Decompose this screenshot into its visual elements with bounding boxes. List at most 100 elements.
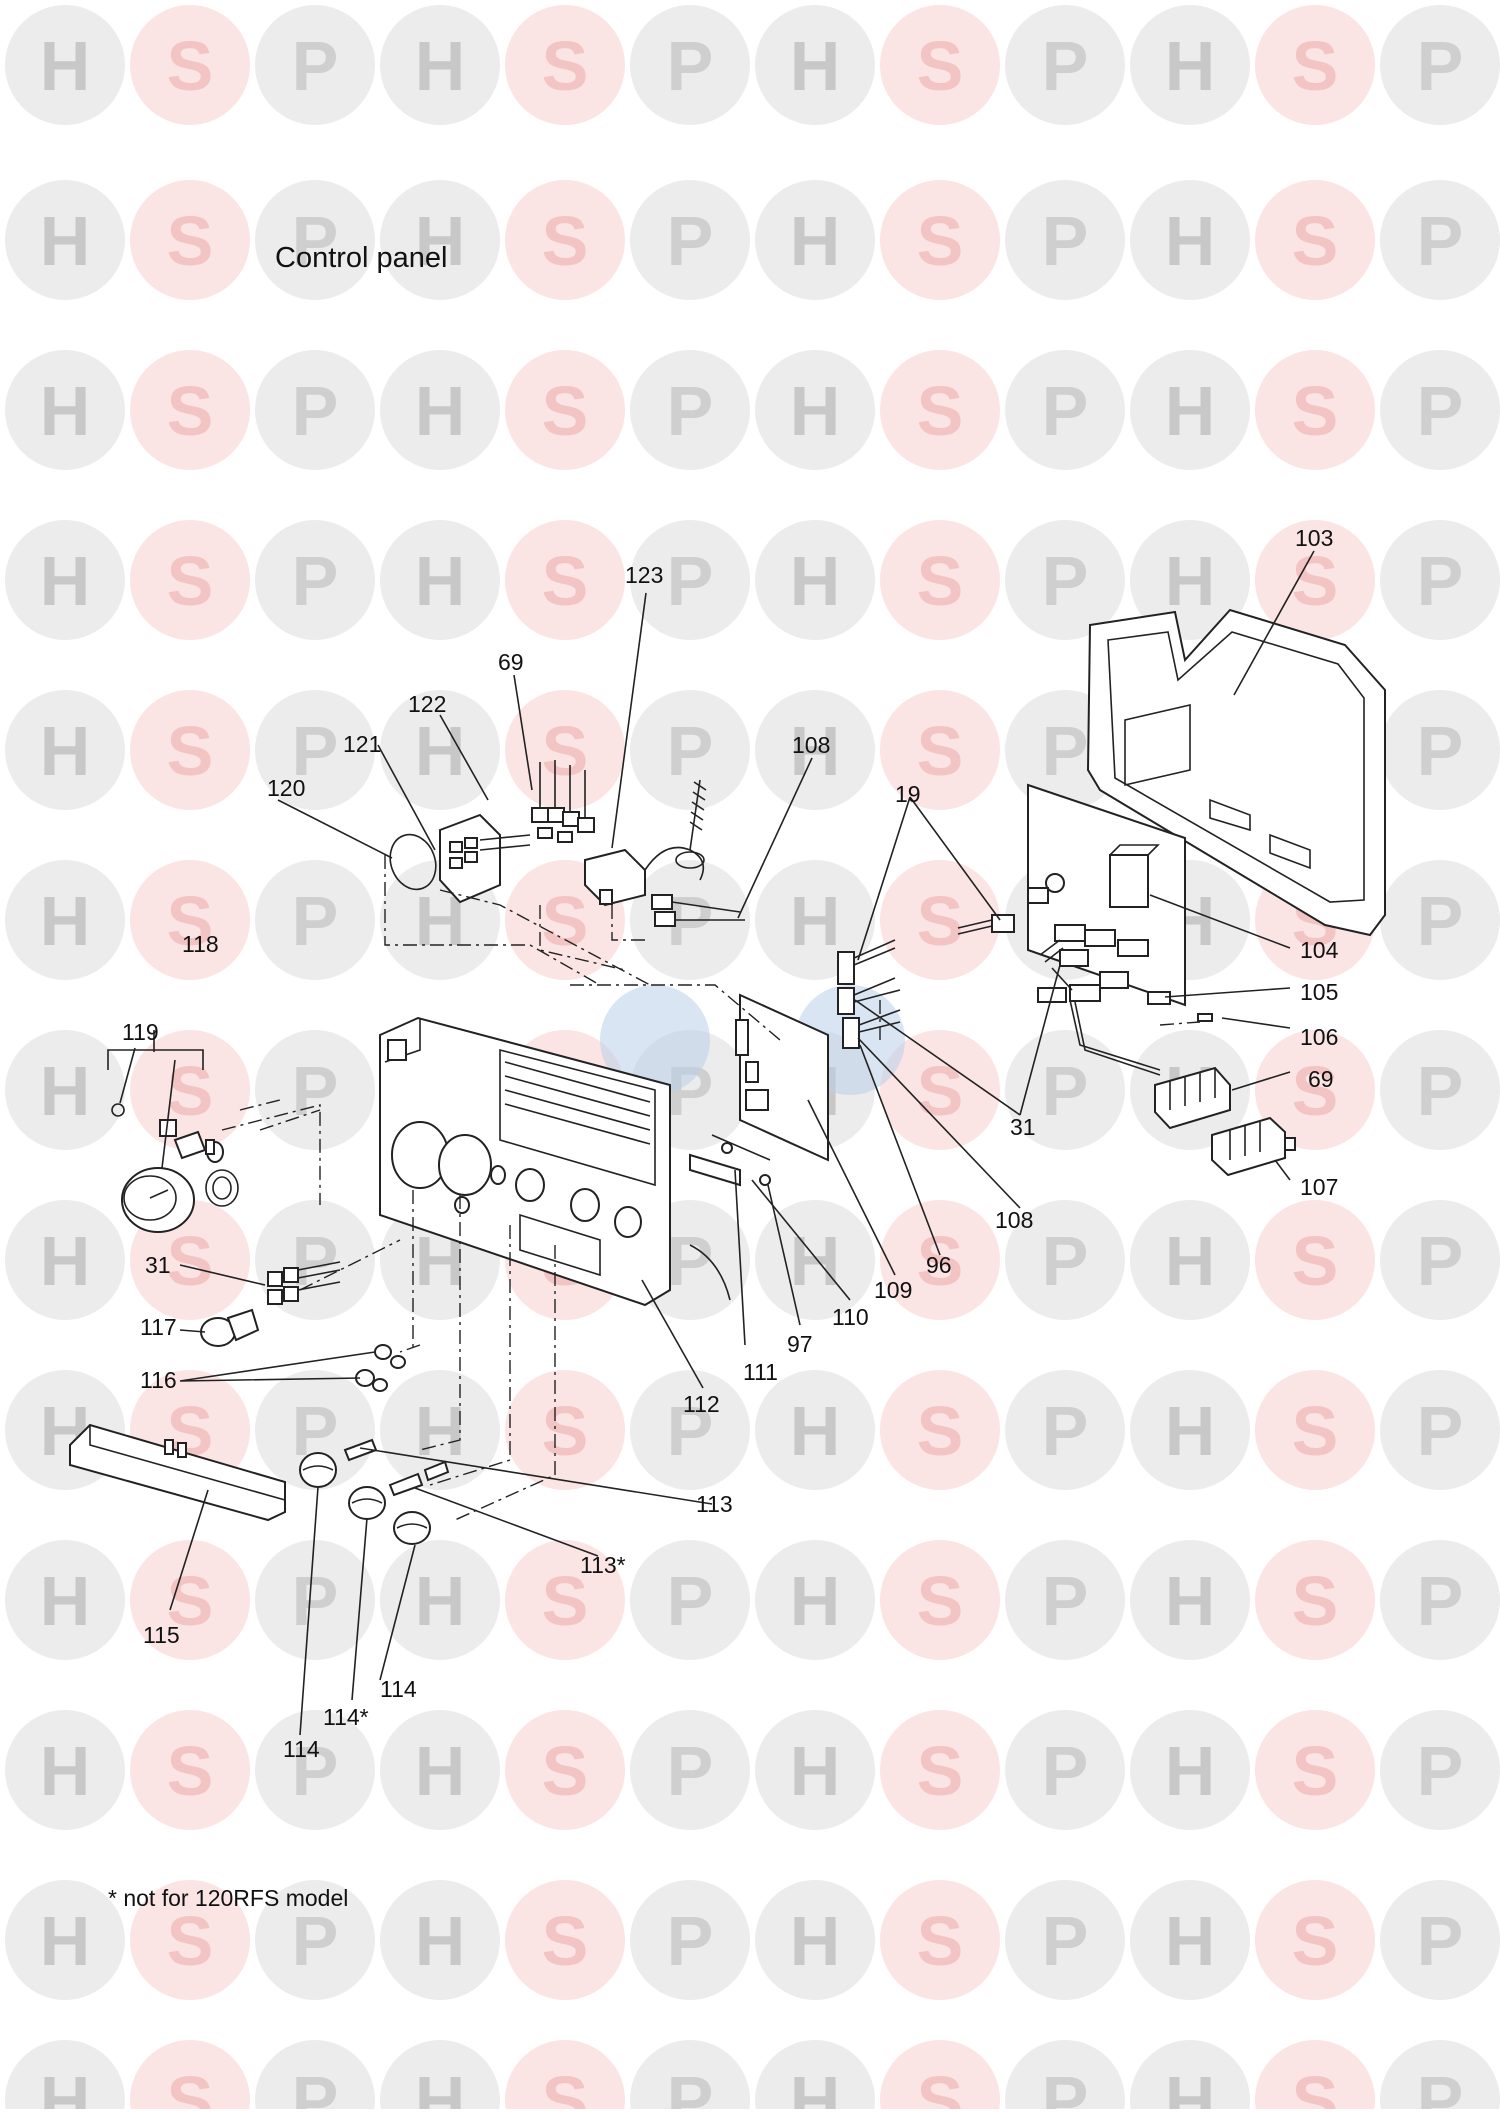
watermark-circle bbox=[5, 860, 125, 980]
watermark-letter: P bbox=[1042, 542, 1089, 620]
watermark-circle bbox=[5, 1710, 125, 1830]
watermark-circle bbox=[505, 350, 625, 470]
watermark-letter: H bbox=[415, 712, 466, 790]
watermark-circle bbox=[380, 520, 500, 640]
callout-119: 119 bbox=[122, 1019, 159, 1045]
watermark-circle bbox=[1380, 1030, 1500, 1150]
watermark-circle bbox=[880, 2040, 1000, 2114]
watermark-circle bbox=[1005, 350, 1125, 470]
watermark-circle bbox=[255, 690, 375, 810]
watermark-circle bbox=[755, 690, 875, 810]
watermark-letter: H bbox=[40, 712, 91, 790]
watermark-letter: H bbox=[790, 372, 841, 450]
watermark-circle bbox=[5, 690, 125, 810]
callout-106: 106 bbox=[1300, 1024, 1338, 1050]
part-main-pcb bbox=[1027, 783, 1186, 1007]
watermark-letter: H bbox=[790, 1732, 841, 1810]
watermark-letter: S bbox=[917, 1562, 964, 1640]
watermark-circle bbox=[5, 1030, 125, 1150]
watermark-letter: H bbox=[40, 1562, 91, 1640]
watermark-circle bbox=[880, 1370, 1000, 1490]
watermark-letter: S bbox=[167, 1222, 214, 1300]
watermark-letter: H bbox=[790, 27, 841, 105]
watermark-circle bbox=[380, 5, 500, 125]
callout-31-right: 31 bbox=[1010, 1114, 1036, 1140]
watermark-circle bbox=[1005, 5, 1125, 125]
part-lamp-117 bbox=[200, 1308, 260, 1347]
watermark-letter: P bbox=[1417, 27, 1464, 105]
watermark-letter: P bbox=[667, 1562, 714, 1640]
callout-69-top: 69 bbox=[498, 649, 524, 675]
watermark-letter: P bbox=[1417, 372, 1464, 450]
watermark-circle bbox=[380, 1540, 500, 1660]
watermark-circle bbox=[380, 350, 500, 470]
callout-114-left: 114 bbox=[283, 1736, 320, 1762]
watermark-letter: P bbox=[1042, 2062, 1089, 2109]
watermark-letter: S bbox=[1292, 1392, 1339, 1470]
watermark-circle bbox=[1005, 1200, 1125, 1320]
watermark-letter: S bbox=[917, 542, 964, 620]
watermark-circle bbox=[1380, 180, 1500, 300]
watermark-letter: H bbox=[40, 1732, 91, 1810]
watermark-circle bbox=[1380, 690, 1500, 810]
watermark-letter: H bbox=[790, 1902, 841, 1980]
watermark-circle bbox=[1130, 180, 1250, 300]
watermark-letter: P bbox=[292, 1052, 339, 1130]
watermark-letter: S bbox=[167, 1732, 214, 1810]
watermark-letter: S bbox=[1292, 2062, 1339, 2109]
watermark-circle bbox=[1130, 1370, 1250, 1490]
watermark-letter: H bbox=[40, 372, 91, 450]
callout-69-right: 69 bbox=[1308, 1066, 1334, 1092]
watermark-letter: P bbox=[667, 202, 714, 280]
watermark-letter: P bbox=[667, 1222, 714, 1300]
watermark-letter: H bbox=[1165, 1902, 1216, 1980]
watermark-letter: P bbox=[1417, 542, 1464, 620]
watermark-circle bbox=[1130, 2040, 1250, 2114]
watermark-letter: S bbox=[1292, 1052, 1339, 1130]
watermark-letter: S bbox=[1292, 1222, 1339, 1300]
watermark-circle bbox=[755, 5, 875, 125]
callout-118: 118 bbox=[182, 931, 219, 957]
watermark-circle bbox=[505, 180, 625, 300]
watermark-letter: P bbox=[1042, 1562, 1089, 1640]
callout-108-bottom: 108 bbox=[995, 1207, 1033, 1233]
part-control-knobs-114 bbox=[299, 1452, 431, 1545]
callout-114-right: 114 bbox=[380, 1676, 417, 1702]
watermark-circle bbox=[755, 860, 875, 980]
part-connector-19 bbox=[957, 914, 1015, 935]
watermark-letter: S bbox=[917, 1222, 964, 1300]
watermark-letter: S bbox=[1292, 27, 1339, 105]
part-thermostat-123 bbox=[584, 779, 745, 927]
watermark-letter: P bbox=[1417, 712, 1464, 790]
watermark-letter: P bbox=[292, 882, 339, 960]
watermark-circle bbox=[1380, 5, 1500, 125]
part-wiring-connectors-left bbox=[267, 1261, 341, 1305]
watermark-circle bbox=[1380, 860, 1500, 980]
watermark-letter: H bbox=[1165, 2062, 1216, 2109]
watermark-letter: S bbox=[1292, 1732, 1339, 1810]
watermark-letter: P bbox=[292, 1902, 339, 1980]
watermark-letter: S bbox=[1292, 1902, 1339, 1980]
part-rear-cover bbox=[1086, 608, 1386, 937]
watermark-circle bbox=[1255, 1710, 1375, 1830]
watermark-circle bbox=[380, 180, 500, 300]
callout-116: 116 bbox=[140, 1367, 177, 1393]
watermark-letter: H bbox=[790, 1222, 841, 1300]
watermark-letter: H bbox=[40, 882, 91, 960]
watermark-center-logo bbox=[600, 985, 710, 1095]
watermark-circle bbox=[1255, 1370, 1375, 1490]
callout-96: 96 bbox=[926, 1252, 952, 1278]
watermark-letter: P bbox=[1042, 1902, 1089, 1980]
callout-107: 107 bbox=[1300, 1174, 1338, 1200]
watermark-circle bbox=[1130, 350, 1250, 470]
watermark-letter: S bbox=[167, 202, 214, 280]
watermark-letter: P bbox=[1042, 372, 1089, 450]
watermark-circle bbox=[1255, 180, 1375, 300]
part-display-pcb bbox=[735, 993, 829, 1162]
watermark-letter: S bbox=[167, 542, 214, 620]
watermark-letter: S bbox=[917, 372, 964, 450]
watermark-circle bbox=[755, 1710, 875, 1830]
watermark-circle bbox=[1130, 520, 1250, 640]
watermark-letter: H bbox=[790, 712, 841, 790]
